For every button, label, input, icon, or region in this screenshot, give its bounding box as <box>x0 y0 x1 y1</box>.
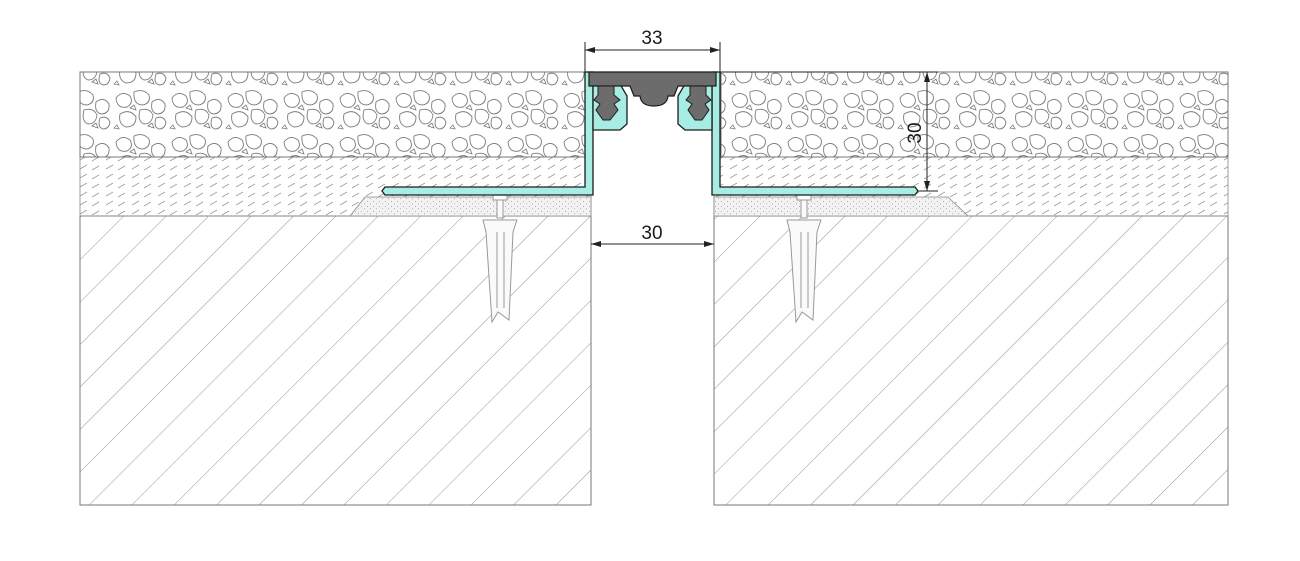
floor-covering-left <box>79 71 586 158</box>
dimension-height <box>720 71 938 192</box>
bedding-mortar-right-dots <box>714 197 968 216</box>
rubber-insert-left-key <box>593 85 621 121</box>
bedding-mortar-left-dots <box>350 197 591 216</box>
dimension-gap-width <box>591 241 714 247</box>
concrete-slab-right <box>713 215 1229 506</box>
anchor-dowel-right <box>786 191 822 324</box>
dimension-gap-width-label: 30 <box>641 223 662 244</box>
concrete-slab-left <box>79 215 592 506</box>
rubber-insert <box>588 71 717 107</box>
anchor-dowel-left <box>482 191 518 324</box>
rubber-insert-right-key <box>685 85 712 121</box>
aluminium-profile-right <box>711 71 919 196</box>
dimension-height-label: 30 <box>905 122 926 143</box>
floor-covering-right <box>720 71 1229 158</box>
dimension-top-width-label: 33 <box>641 28 662 49</box>
dimension-top-width <box>584 42 721 72</box>
